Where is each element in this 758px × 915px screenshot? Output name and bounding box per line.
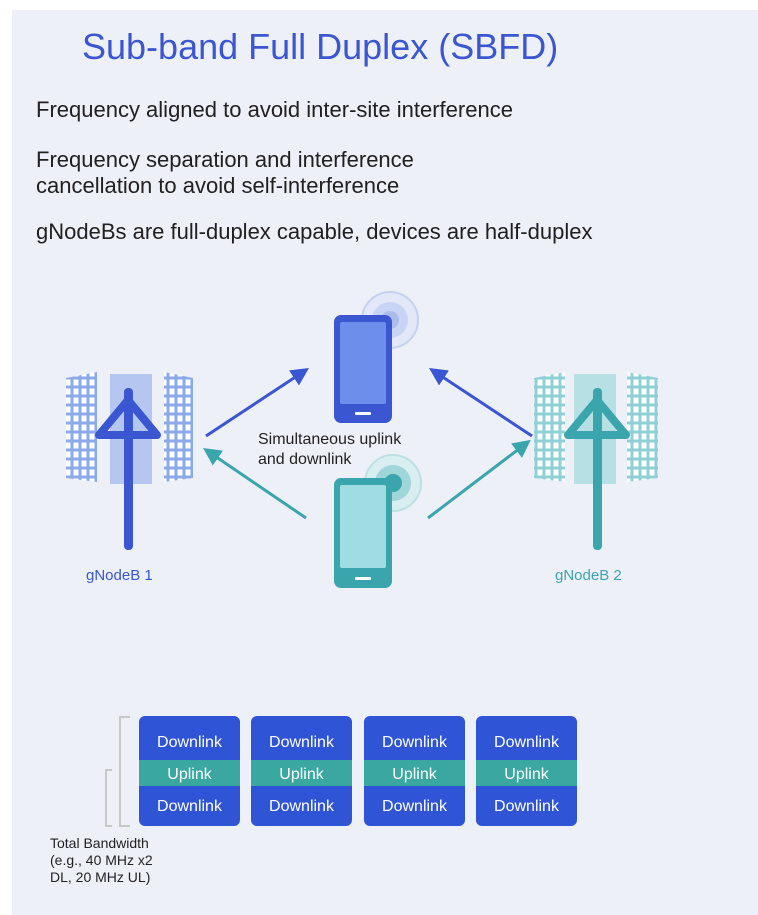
band-block-4: Downlink Uplink Downlink [476, 716, 577, 826]
gnodeb-2-label: gNodeB 2 [555, 567, 622, 584]
total-bandwidth-note: Total Bandwidth (e.g., 40 MHz x2 DL, 20 … [50, 835, 153, 886]
phone-downlink-icon [334, 291, 419, 423]
bandwidth-note-line3: DL, 20 MHz UL) [50, 869, 151, 885]
arrow-gnb1-downlink [205, 368, 310, 438]
bandwidth-bracket-inner [105, 769, 112, 827]
bullet-frequency-separation-cont: cancellation to avoid self-interference [36, 173, 400, 198]
arrow-gnb2-uplink [427, 439, 531, 520]
center-label-line1: Simultaneous uplink [258, 431, 402, 448]
block-3-downlink-top: Downlink [382, 734, 448, 751]
gnodeb-2-icon [534, 372, 658, 550]
block-4-downlink-bottom: Downlink [494, 798, 560, 815]
gnodeb-1-label: gNodeB 1 [86, 567, 153, 584]
band-block-1: Downlink Uplink Downlink [139, 716, 240, 826]
center-label-line2: and downlink [258, 451, 352, 468]
block-4-downlink-top: Downlink [494, 734, 560, 751]
gnodeb-1-icon [66, 372, 193, 550]
phone-uplink-icon [334, 454, 422, 588]
block-3-downlink-bottom: Downlink [382, 798, 448, 815]
slide-title: Sub-band Full Duplex (SBFD) [82, 26, 559, 67]
block-2-uplink: Uplink [279, 766, 324, 783]
bandwidth-bracket [119, 716, 130, 827]
band-block-2: Downlink Uplink Downlink [251, 716, 352, 826]
block-1-downlink-top: Downlink [157, 734, 223, 751]
bandwidth-note-line1: Total Bandwidth [50, 835, 149, 851]
bullet-frequency-aligned: Frequency aligned to avoid inter-site in… [36, 97, 513, 122]
block-4-uplink: Uplink [504, 766, 549, 783]
bullet-full-duplex: gNodeBs are full-duplex capable, devices… [36, 219, 593, 244]
arrow-gnb1-uplink [203, 447, 307, 520]
block-3-uplink: Uplink [392, 766, 437, 783]
block-2-downlink-top: Downlink [269, 734, 335, 751]
block-1-uplink: Uplink [167, 766, 212, 783]
left-margin [0, 0, 12, 915]
bullet-frequency-separation: Frequency separation and interference [36, 147, 414, 172]
block-2-downlink-bottom: Downlink [269, 798, 335, 815]
top-margin [0, 0, 758, 10]
arrow-gnb2-downlink [428, 368, 533, 438]
band-block-3: Downlink Uplink Downlink [364, 716, 465, 826]
block-1-downlink-bottom: Downlink [157, 798, 223, 815]
bandwidth-note-line2: (e.g., 40 MHz x2 [50, 852, 153, 868]
